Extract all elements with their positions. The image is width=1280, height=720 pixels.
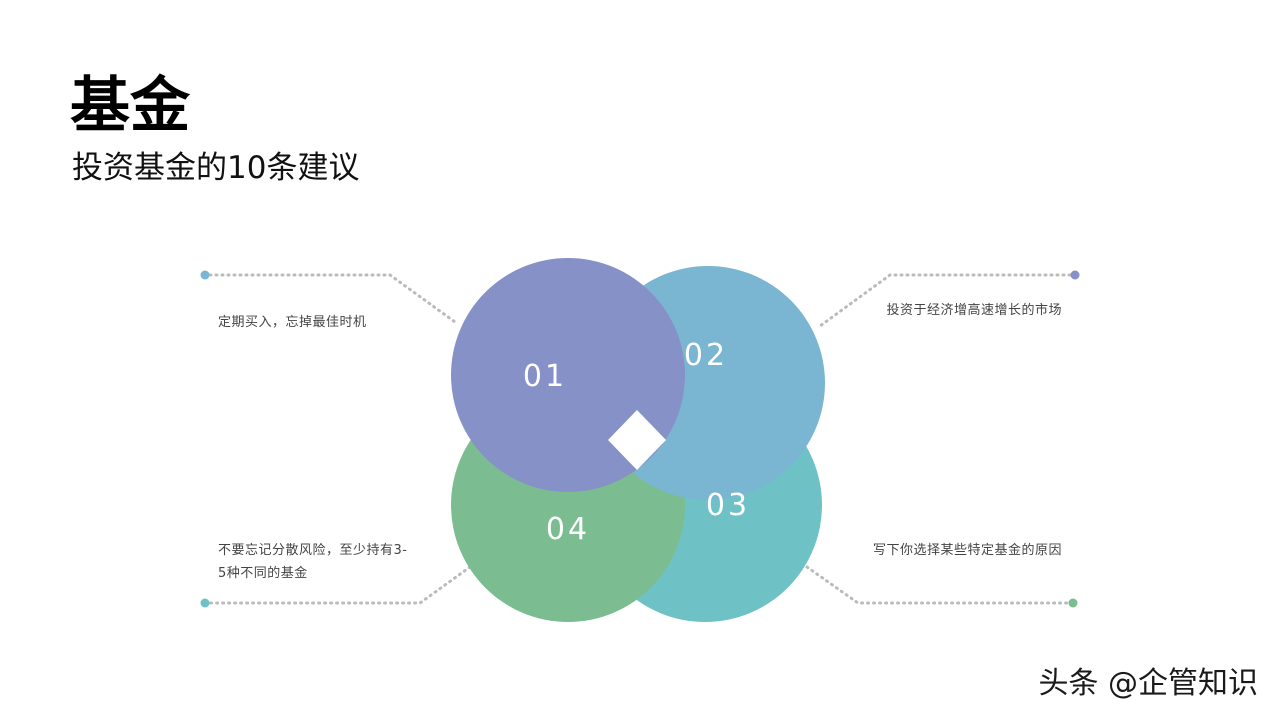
connector-dot-03 (1068, 598, 1078, 608)
watermark: 头条 @企管知识 (1038, 666, 1258, 701)
circle-label-01: 01 (523, 359, 567, 394)
circle-label-04: 04 (546, 512, 590, 547)
center-gap (608, 410, 666, 470)
note-01: 定期买入，忘掉最佳时机 (218, 315, 367, 330)
connector-01 (208, 273, 457, 324)
circle-label-02: 02 (684, 338, 728, 373)
connector-dot-01 (200, 270, 210, 280)
circle-label-03: 03 (706, 488, 750, 523)
connector-03 (805, 565, 1070, 605)
note-03: 写下你选择某些特定基金的原因 (872, 543, 1062, 558)
connector-04 (208, 565, 472, 605)
connector-dot-02 (1070, 270, 1080, 280)
note-02: 投资于经济增高速增长的市场 (886, 303, 1062, 318)
note-04: 不要忘记分散风险，至少持有3-5种不同的基金 (218, 543, 408, 581)
page-title: 基金 (70, 71, 190, 141)
page-subtitle: 投资基金的10条建议 (72, 150, 360, 186)
connector-dot-04 (200, 598, 210, 608)
connector-02 (818, 273, 1072, 328)
